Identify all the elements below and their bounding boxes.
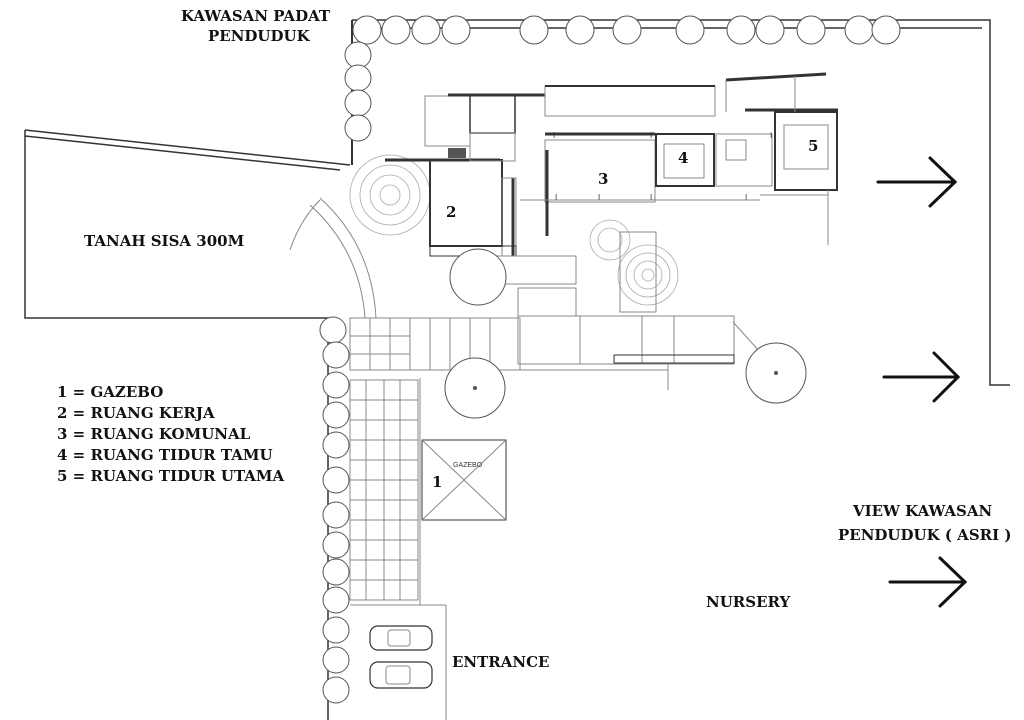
tree-icon [344, 41, 372, 69]
terrace [449, 219, 679, 317]
view-label-2: PENDUDUK ( ASRI ) [838, 526, 1011, 544]
room-number-3: 3 [598, 170, 608, 188]
tree-row-left-top [344, 41, 372, 142]
tree-icon [322, 676, 350, 704]
tree-icon [322, 586, 350, 614]
tree-icon [444, 357, 506, 419]
legend-item: 1 = GAZEBO [57, 383, 163, 401]
gazebo: GAZEBO [421, 439, 507, 521]
svg-text:I: I [770, 131, 772, 140]
room-5 [725, 72, 838, 245]
tree-row-top [352, 15, 901, 45]
entrance-label: ENTRANCE [452, 653, 550, 671]
tree-icon [322, 646, 350, 674]
gazebo-small-label: GAZEBO [453, 462, 483, 469]
tree-icon [411, 15, 441, 45]
tree-icon [352, 15, 382, 45]
tree-icon [322, 401, 350, 429]
room-number-2: 2 [446, 203, 456, 221]
tree-icon [322, 371, 350, 399]
arrow-right-icon [888, 556, 968, 608]
car-icon [369, 661, 433, 689]
legend-item: 5 = RUANG TIDUR UTAMA [57, 467, 285, 485]
legend-item: 3 = RUANG KOMUNAL [57, 425, 251, 443]
svg-text:I: I [745, 193, 747, 202]
tree-icon [844, 15, 874, 45]
tree-icon [322, 466, 350, 494]
legend-item: 4 = RUANG TIDUR TAMU [57, 446, 273, 464]
tree-icon [344, 64, 372, 92]
tree-icon [322, 341, 350, 369]
svg-text:I: I [553, 131, 555, 140]
car-icon [369, 625, 433, 651]
tree-icon [796, 15, 826, 45]
tree-icon [319, 316, 347, 344]
room-number-5: 5 [808, 137, 818, 155]
tree-icon [745, 342, 807, 404]
left-land-label: TANAH SISA 300M [84, 232, 244, 250]
large-trees [444, 342, 807, 419]
room-number-1: 1 [432, 473, 442, 491]
top-area-label-1: KAWASAN PADAT [181, 7, 331, 25]
tree-icon [322, 501, 350, 529]
column-markers: I I I I I I I [553, 131, 772, 202]
legend: 1 = GAZEBO 2 = RUANG KERJA 3 = RUANG KOM… [57, 383, 285, 485]
room-number-4: 4 [678, 149, 688, 167]
tree-icon [675, 15, 705, 45]
main-building: I I I I I I I [385, 72, 838, 257]
room-3 [520, 85, 760, 236]
tree-icon [871, 15, 901, 45]
garden-path [289, 154, 431, 319]
tree-icon [612, 15, 642, 45]
paving-grid [349, 315, 761, 720]
tree-icon [441, 15, 471, 45]
arrow-right-icon [876, 156, 958, 208]
svg-text:I: I [650, 131, 652, 140]
svg-text:I: I [650, 193, 652, 202]
room-4 [655, 133, 773, 187]
svg-text:I: I [555, 193, 557, 202]
tree-icon [322, 558, 350, 586]
legend-item: 2 = RUANG KERJA [57, 404, 215, 422]
arrow-right-icon [882, 351, 961, 403]
tree-icon [726, 15, 756, 45]
nursery-label: NURSERY [706, 593, 791, 611]
tree-icon [344, 114, 372, 142]
tree-icon [381, 15, 411, 45]
tree-icon [755, 15, 785, 45]
top-area-label-2: PENDUDUK [208, 27, 311, 45]
svg-text:I: I [598, 193, 600, 202]
tree-icon [344, 89, 372, 117]
tree-icon [322, 616, 350, 644]
tree-icon [322, 531, 350, 559]
tree-icon [565, 15, 595, 45]
view-label-1: VIEW KAWASAN [852, 502, 992, 520]
tree-icon [322, 431, 350, 459]
tree-icon [519, 15, 549, 45]
tree-row-left-bottom [319, 316, 350, 704]
